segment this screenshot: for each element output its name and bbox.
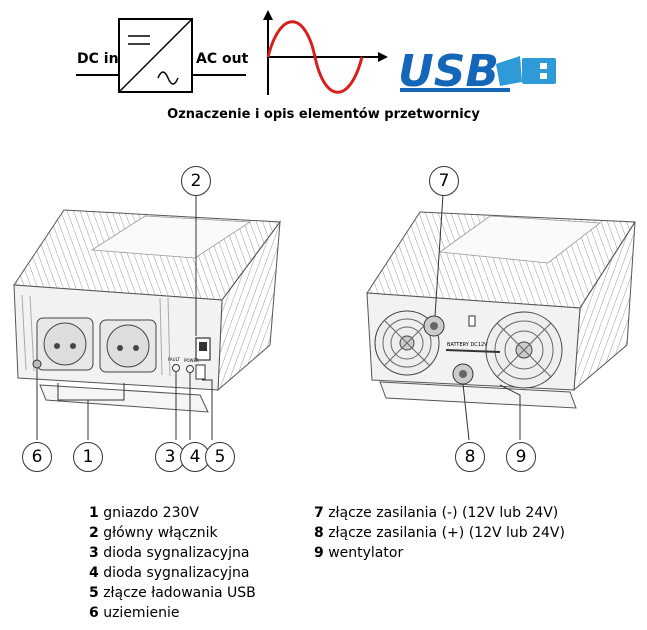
svg-text:FAULT: FAULT bbox=[168, 357, 180, 362]
ac-socket-left-icon bbox=[36, 317, 94, 371]
callout-6: 6 bbox=[22, 442, 52, 472]
legend-item: 5 złącze ładowania USB bbox=[89, 585, 256, 601]
legend-item: 3 dioda sygnalizacyjna bbox=[89, 545, 250, 561]
callout-7: 7 bbox=[429, 166, 459, 196]
sine-wave-icon bbox=[263, 10, 388, 95]
fan-left-icon bbox=[374, 310, 440, 376]
legend-item: 6 uziemienie bbox=[89, 605, 180, 621]
ac-out-label: AC out bbox=[196, 51, 249, 67]
callout-1: 1 bbox=[73, 442, 103, 472]
callout-8: 8 bbox=[455, 442, 485, 472]
inverter-front-view: FAULT POWER bbox=[13, 195, 281, 440]
positive-terminal-icon bbox=[452, 363, 474, 385]
header-icons: DC in AC out USB bbox=[76, 10, 556, 97]
fan-right-icon bbox=[485, 311, 563, 389]
usb-logo-icon: USB bbox=[398, 46, 556, 97]
inverter-rear-view: BATTERY DC12V bbox=[366, 194, 636, 441]
led-fault-icon bbox=[172, 364, 180, 372]
usb-port-icon bbox=[195, 364, 206, 380]
legend-item: 4 dioda sygnalizacyjna bbox=[89, 565, 250, 581]
legend-item: 1 gniazdo 230V bbox=[89, 505, 199, 521]
legend-right: 7 złącze zasilania (-) (12V lub 24V) 8 z… bbox=[314, 503, 565, 563]
dc-in-label: DC in bbox=[77, 51, 119, 67]
callout-2: 2 bbox=[181, 166, 211, 196]
page-title: Oznaczenie i opis elementów przetwornicy bbox=[167, 107, 480, 122]
callout-9: 9 bbox=[506, 442, 536, 472]
svg-text:POWER: POWER bbox=[184, 358, 199, 363]
ground-terminal-icon bbox=[32, 359, 42, 369]
legend-item: 8 złącze zasilania (+) (12V lub 24V) bbox=[314, 525, 565, 541]
converter-symbol-icon: DC in AC out bbox=[76, 18, 249, 93]
legend-left: 1 gniazdo 230V 2 główny włącznik 3 dioda… bbox=[89, 503, 256, 623]
negative-terminal-icon bbox=[423, 315, 445, 337]
legend-item: 2 główny włącznik bbox=[89, 525, 218, 541]
ac-socket-right-icon bbox=[99, 319, 157, 373]
svg-text:BATTERY DC12V: BATTERY DC12V bbox=[447, 342, 488, 348]
legend-item: 7 złącze zasilania (-) (12V lub 24V) bbox=[314, 505, 559, 521]
led-power-icon bbox=[186, 365, 194, 373]
callout-5: 5 bbox=[205, 442, 235, 472]
device-illustrations: FAULT POWER bbox=[13, 194, 636, 441]
legend-item: 9 wentylator bbox=[314, 545, 404, 561]
